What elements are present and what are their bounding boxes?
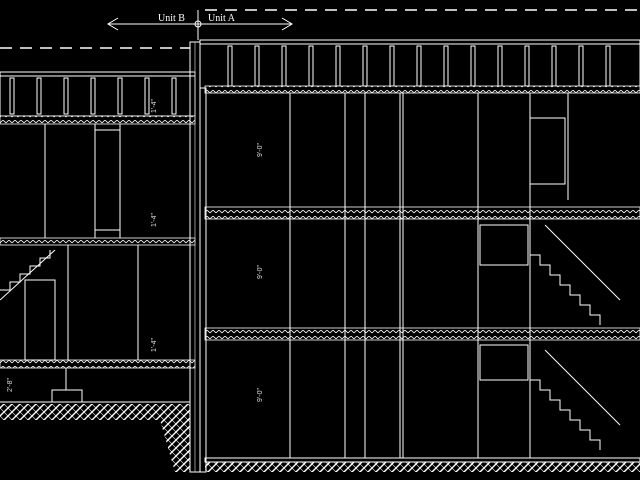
roof-joist <box>144 77 150 115</box>
roof-joist <box>551 45 557 87</box>
stair-unit-a-lower <box>479 344 621 450</box>
floor-slab-unit-b-lower <box>0 359 196 369</box>
roof-joist <box>9 77 15 115</box>
unit-b-walls <box>24 124 139 403</box>
unit-dimension-line <box>0 9 640 49</box>
offset-label-1: 1'-4" <box>151 99 158 113</box>
roof-joist <box>63 77 69 115</box>
roof-trusses-unit-b <box>0 71 196 117</box>
roof-joist <box>416 45 422 87</box>
stair-unit-b <box>0 249 56 301</box>
party-wall <box>189 41 207 473</box>
unit-b-label: Unit B <box>158 13 185 24</box>
unit-a-walls <box>289 93 569 458</box>
floor-height-label-2: 9'-0" <box>257 265 264 279</box>
roof-joist <box>227 45 233 87</box>
floor-slab-unit-b-middle <box>0 237 196 246</box>
roof-joist <box>578 45 584 87</box>
earth-fill <box>0 404 190 472</box>
stair-unit-a-upper <box>479 117 621 325</box>
roof-joist <box>254 45 260 87</box>
roof-joist <box>389 45 395 87</box>
roof-joist <box>36 77 42 115</box>
floor-slab-unit-a-upper <box>204 206 640 220</box>
floor-slab-unit-a-roof <box>204 85 640 94</box>
floor-height-label-3: 9'-0" <box>257 143 264 157</box>
floor-slab-unit-a-middle <box>204 327 640 341</box>
roof-joist <box>470 45 476 87</box>
roof-joist <box>90 77 96 115</box>
offset-label-4: 2'-8" <box>7 378 14 392</box>
roof-joist <box>362 45 368 87</box>
roof-joist <box>443 45 449 87</box>
offset-label-3: 1'-4" <box>151 338 158 352</box>
ground-slab-unit-a <box>204 457 640 463</box>
roof-joist <box>171 77 177 115</box>
unit-a-label: Unit A <box>208 13 236 24</box>
roof-joist <box>605 45 611 87</box>
roof-joist <box>497 45 503 87</box>
foundation-earth <box>205 462 640 472</box>
roof-joist <box>524 45 530 87</box>
roof-joist <box>308 45 314 87</box>
roof-joist <box>335 45 341 87</box>
roof-joist <box>281 45 287 87</box>
floor-height-label-1: 9'-0" <box>257 388 264 402</box>
roof-trusses-unit-a <box>199 39 640 89</box>
roof-joist <box>117 77 123 115</box>
floor-slab-unit-b-upper <box>0 115 196 125</box>
offset-label-2: 1'-4" <box>151 213 158 227</box>
